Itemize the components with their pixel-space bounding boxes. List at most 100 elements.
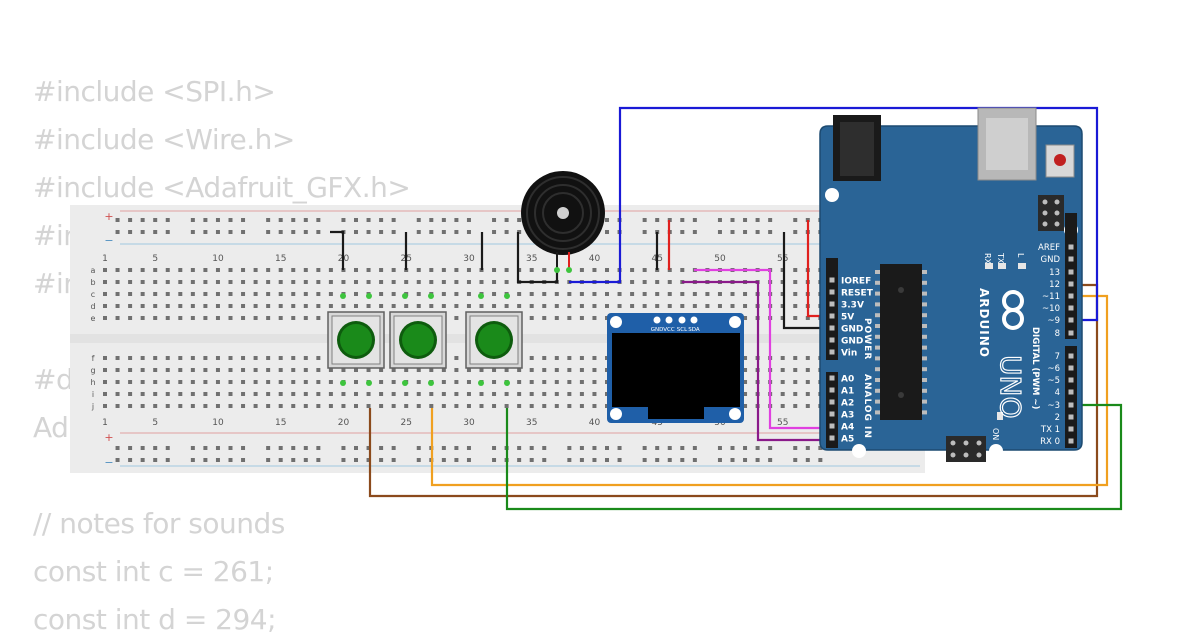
breadboard-hole (805, 316, 810, 320)
breadboard-rail-hole (278, 458, 283, 462)
breadboard-hole (592, 268, 597, 272)
breadboard-hole (291, 356, 296, 360)
breadboard-hole (140, 380, 145, 384)
breadboard-hole (416, 280, 421, 284)
breadboard-hole (379, 392, 384, 396)
column-number-bottom: 5 (152, 418, 158, 428)
column-number-bottom: 55 (777, 418, 788, 428)
push-button-2[interactable] (389, 293, 447, 386)
breadboard-hole (542, 404, 547, 408)
header-pin[interactable] (829, 313, 835, 319)
header-pin[interactable] (829, 289, 835, 295)
header-pin[interactable] (1068, 281, 1074, 287)
breadboard-hole (667, 292, 672, 296)
arduino-uno[interactable]: − + ARDUINO UNO ON RX TX L POWER ANALOG … (819, 107, 1083, 462)
breadboard-hole (215, 404, 220, 408)
breadboard-hole (341, 280, 346, 284)
chip-pin (875, 345, 880, 350)
breadboard-hole (667, 280, 672, 284)
breadboard-rail-hole (140, 446, 145, 450)
breadboard-rail-hole (379, 458, 384, 462)
breadboard-hole (667, 304, 672, 308)
breadboard-hole (266, 380, 271, 384)
header-pin[interactable] (1068, 426, 1074, 432)
breadboard-hole (140, 368, 145, 372)
header-pin[interactable] (829, 411, 835, 417)
breadboard-rail-hole (266, 218, 271, 222)
chip-pin (875, 410, 880, 415)
piezo-buzzer[interactable] (521, 171, 605, 273)
breadboard-hole (203, 268, 208, 272)
header-pin[interactable] (829, 375, 835, 381)
breadboard-hole (441, 304, 446, 308)
digital-pin-label: 7 (1055, 352, 1060, 362)
column-number-top: 30 (463, 254, 475, 264)
breadboard-hole (165, 380, 170, 384)
breadboard-rail-hole (303, 230, 308, 234)
breadboard-rail-hole (805, 458, 810, 462)
header-pin[interactable] (829, 349, 835, 355)
breadboard-hole (630, 304, 635, 308)
header-pin[interactable] (1068, 330, 1074, 336)
breadboard-hole (241, 356, 246, 360)
breadboard-hole (630, 268, 635, 272)
header-pin[interactable] (1068, 365, 1074, 371)
header-pin[interactable] (1068, 377, 1074, 383)
header-pin[interactable] (829, 387, 835, 393)
header-pin[interactable] (1068, 317, 1074, 323)
breadboard-hole (128, 280, 133, 284)
header-pin[interactable] (1068, 414, 1074, 420)
breadboard-hole (103, 268, 107, 272)
breadboard-hole (630, 280, 635, 284)
breadboard-rail-hole (743, 446, 748, 450)
header-pin[interactable] (829, 325, 835, 331)
column-number-bottom: 10 (212, 418, 224, 428)
row-letter-bottom: f (92, 354, 95, 363)
push-button-3[interactable] (465, 293, 523, 386)
breadboard-hole (379, 404, 384, 408)
rx-label: RX (983, 253, 992, 265)
digital-pin-label: RX 0 (1040, 437, 1060, 447)
column-number-top: 50 (714, 254, 726, 264)
breadboard-hole (391, 292, 396, 296)
header-pin[interactable] (1068, 389, 1074, 395)
oled-display[interactable]: GND VCC SCL SDA (607, 313, 744, 423)
header-pin[interactable] (829, 301, 835, 307)
breadboard-rail-hole (215, 230, 220, 234)
wires (330, 106, 1123, 511)
header-pin[interactable] (1068, 402, 1074, 408)
header-pin[interactable] (1068, 438, 1074, 444)
header-pin[interactable] (1068, 353, 1074, 359)
breadboard-hole (140, 404, 145, 408)
breadboard-rail-hole (655, 218, 660, 222)
header-pin[interactable] (1068, 269, 1074, 275)
breadboard-hole (454, 316, 459, 320)
breadboard-hole (793, 304, 798, 308)
breadboard-hole (441, 368, 446, 372)
breadboard-hole (517, 268, 522, 272)
header-pin[interactable] (1068, 244, 1074, 250)
breadboard-hole (153, 368, 158, 372)
breadboard-hole (492, 404, 497, 408)
header-pin[interactable] (829, 423, 835, 429)
breadboard-hole (517, 292, 522, 296)
breadboard-hole (228, 392, 233, 396)
header-pin[interactable] (1068, 256, 1074, 262)
breadboard-hole (579, 368, 584, 372)
breadboard-hole (328, 380, 333, 384)
header-pin[interactable] (829, 277, 835, 283)
breadboard-rail-hole (743, 230, 748, 234)
header-pin[interactable] (1068, 305, 1074, 311)
header-pin[interactable] (829, 399, 835, 405)
breadboard-hole (542, 292, 547, 296)
breadboard-hole (128, 316, 133, 320)
header-pin[interactable] (829, 435, 835, 441)
breadboard-hole (680, 292, 685, 296)
header-pin[interactable] (829, 337, 835, 343)
chip-pin (875, 270, 880, 274)
breadboard-hole (266, 280, 271, 284)
breadboard-hole (793, 316, 798, 320)
header-pin[interactable] (1068, 293, 1074, 299)
push-button-1[interactable] (327, 293, 385, 386)
breadboard-hole (391, 268, 396, 272)
